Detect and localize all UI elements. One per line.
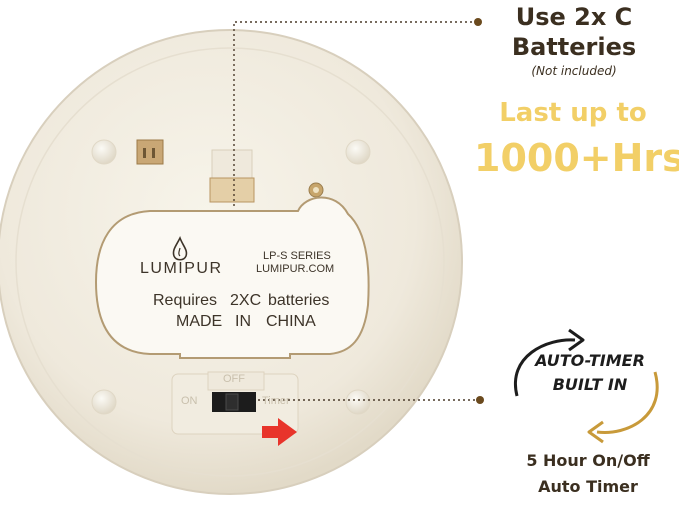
- battery-leader-line: [233, 21, 472, 206]
- auto-timer-label: AUTO-TIMER BUILT IN: [530, 349, 650, 397]
- switch-on-label: ON: [181, 395, 198, 407]
- batteries-text: batteries: [268, 292, 330, 309]
- auto-timer-badge: [513, 328, 659, 444]
- lifetime-hours: 1000+Hrs: [474, 136, 679, 180]
- switch-timer-label: Timer: [262, 395, 290, 407]
- not-included-note: (Not included): [531, 64, 617, 78]
- auto-timer-line2: BUILT IN: [552, 375, 628, 394]
- series-text: LP-S SERIES: [263, 250, 331, 262]
- battery-callout-line1: Use 2x C: [515, 3, 633, 31]
- requires-text: Requires: [153, 292, 218, 309]
- timer-description: 5 Hour On/Off Auto Timer: [498, 448, 678, 500]
- battery-qty-text: 2XC: [230, 292, 262, 309]
- mount-nub: [91, 389, 117, 415]
- cycle-arrow-top-icon: [513, 338, 576, 397]
- battery-callout-line2: Batteries: [511, 33, 637, 61]
- switch-off-label: OFF: [223, 373, 245, 385]
- website-text: LUMIPUR.COM: [256, 263, 335, 275]
- brand-text: LUMIPUR: [140, 260, 223, 277]
- timer-desc-line1: 5 Hour On/Off: [526, 451, 650, 470]
- door-latch: [209, 177, 255, 203]
- timer-desc-line2: Auto Timer: [538, 477, 638, 496]
- cycle-arrow-bottom-icon: [596, 371, 659, 434]
- switch-knob: [225, 393, 239, 411]
- flame-logo: [172, 236, 188, 261]
- battery-door: [94, 196, 370, 359]
- china-text: CHINA: [266, 313, 316, 330]
- red-arrow-icon: [262, 418, 297, 446]
- connector: [136, 139, 164, 165]
- mount-nub: [345, 139, 371, 165]
- in-text: IN: [235, 313, 251, 330]
- battery-callout-title: Use 2x C Batteries: [494, 2, 654, 62]
- made-text: MADE: [176, 313, 223, 330]
- lifetime-line1: Last up to: [499, 98, 647, 128]
- auto-timer-line1: AUTO-TIMER: [535, 351, 645, 370]
- mount-nub: [345, 389, 371, 415]
- mount-nub: [91, 139, 117, 165]
